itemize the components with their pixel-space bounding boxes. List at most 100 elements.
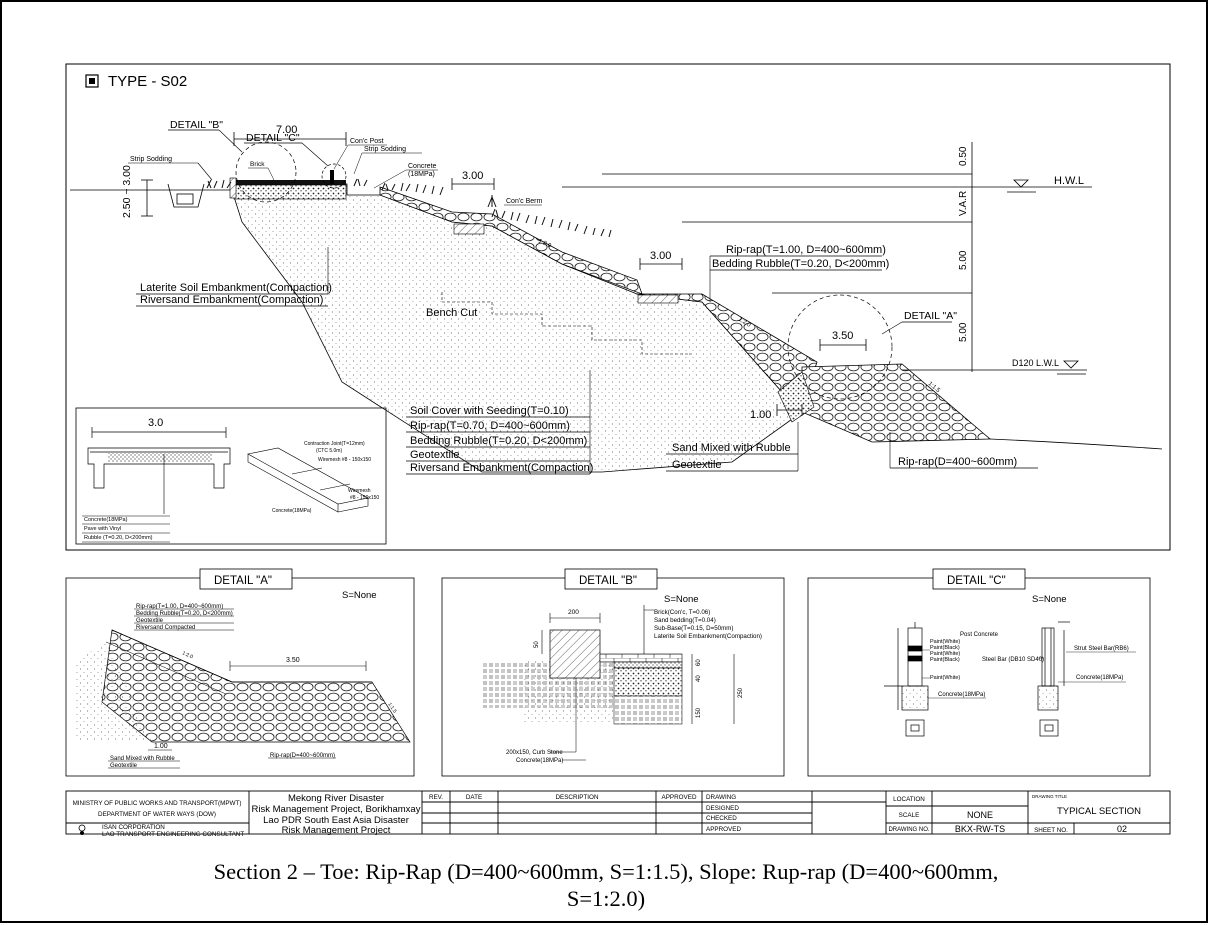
svg-text:Contraction Joint(T=12mm): Contraction Joint(T=12mm)	[304, 441, 365, 447]
pave-isometric-slab	[247, 447, 369, 513]
svg-text:DRAWING TITLE: DRAWING TITLE	[1032, 794, 1067, 799]
strip-sodding-left-label: Strip Sodding	[130, 156, 172, 163]
consultant-logo-icon	[78, 824, 86, 832]
consultant-logo-icon-2	[80, 831, 84, 835]
svg-text:DESIGNED: DESIGNED	[706, 805, 739, 812]
crest-brick-paving	[234, 180, 346, 185]
concrete-mpa-label: (18MPa)	[408, 171, 435, 178]
svg-text:Post Concrete: Post Concrete	[960, 632, 999, 638]
lwl-triangle-icon	[1063, 360, 1079, 369]
dim-v-500a: 5.00	[958, 250, 969, 270]
svg-text:Concrete(18MPa): Concrete(18MPa)	[938, 692, 985, 698]
dim-v-var: V.A.R	[958, 191, 969, 216]
svg-text:200: 200	[568, 609, 579, 616]
svg-text:LAO TRANSPORT ENGINEERING CONS: LAO TRANSPORT ENGINEERING CONSULTANT	[102, 831, 244, 838]
svg-text:3.50: 3.50	[286, 657, 300, 664]
detail-a-label: DETAIL "A"	[904, 310, 957, 322]
detail-c-post-elevation	[884, 622, 929, 737]
dim-berm-width: 3.00	[462, 170, 483, 182]
concrete-label: Concrete	[408, 163, 437, 170]
detail-b-curb-stone	[549, 629, 601, 679]
detail-b-callout-circle	[235, 141, 297, 203]
svg-text:Riversand Embankment(Compactio: Riversand Embankment(Compaction)	[410, 462, 593, 474]
svg-text:1.00: 1.00	[154, 743, 168, 750]
svg-text:Paint(White): Paint(White)	[930, 639, 960, 645]
svg-text:1:2.0: 1:2.0	[181, 650, 194, 660]
detail-b-title: DETAIL "B"	[579, 575, 637, 587]
dim-berm2-width: 3.00	[650, 250, 671, 262]
detail-b-title-box	[564, 568, 658, 590]
toe-filler	[777, 371, 815, 423]
svg-text:(CTC 5.0m): (CTC 5.0m)	[316, 448, 342, 454]
brick-label: Brick	[250, 161, 265, 168]
svg-text:Brick(Con'c, T=0.06): Brick(Con'c, T=0.06)	[654, 609, 710, 616]
slope-label-a: 1:2.0	[537, 238, 552, 249]
svg-text:Wiremesh #8 - 150x150: Wiremesh #8 - 150x150	[318, 457, 371, 463]
toe-riprap	[801, 363, 992, 443]
svg-text:APPROVED: APPROVED	[662, 794, 697, 801]
svg-text:40: 40	[696, 675, 702, 682]
dim-crest-height: 2.50 ~ 3.00	[121, 165, 133, 218]
svg-text:DRAWING NO.: DRAWING NO.	[888, 827, 929, 833]
svg-text:Rip-rap(T=0.70, D=400~600mm): Rip-rap(T=0.70, D=400~600mm)	[410, 420, 570, 432]
svg-text:Sand bedding(T=0.04): Sand bedding(T=0.04)	[654, 617, 716, 624]
svg-text:Rip-rap(T=1.00, D=400~600mm): Rip-rap(T=1.00, D=400~600mm)	[136, 604, 223, 610]
svg-text:Bedding Rubble(T=0.20, D<200mm: Bedding Rubble(T=0.20, D<200mm)	[136, 611, 233, 617]
detail-b-label: DETAIL "B"	[170, 119, 223, 131]
svg-text:Paint(Black): Paint(Black)	[930, 645, 960, 651]
svg-text:NONE: NONE	[967, 810, 993, 820]
riversand-label: Riversand Embankment(Compaction)	[140, 294, 323, 306]
svg-text:Paint(Black): Paint(Black)	[930, 657, 960, 663]
svg-text:Mekong River Disaster: Mekong River Disaster	[288, 793, 384, 804]
pave-section	[87, 447, 231, 489]
svg-text:Geotextile: Geotextile	[110, 763, 138, 769]
svg-text:TYPICAL SECTION: TYPICAL SECTION	[1057, 806, 1141, 817]
svg-text:Sub-Base(T=0.15, D=50mm): Sub-Base(T=0.15, D=50mm)	[654, 625, 733, 632]
detail-a-title: DETAIL "A"	[214, 575, 272, 587]
svg-text:Bedding Rubble(T=0.20, D<200mm: Bedding Rubble(T=0.20, D<200mm)	[410, 435, 587, 447]
svg-text:Concrete(18MPa): Concrete(18MPa)	[1076, 675, 1123, 681]
main-section-frame	[65, 63, 1171, 551]
geotextile-toe-label: Geotextile	[672, 459, 722, 471]
detail-a-title-box	[199, 568, 293, 590]
svg-text:Sand Mixed with Rubble: Sand Mixed with Rubble	[110, 756, 175, 762]
svg-text:CHECKED: CHECKED	[706, 815, 737, 822]
grass-tufts	[206, 178, 612, 238]
hwl-label: H.W.L	[1054, 175, 1084, 187]
dim-top-width: 7.00	[276, 124, 297, 136]
dim-v-500b: 5.00	[958, 322, 969, 342]
pave-legend: Concrete(18MPa) Pave with Vinyl Rubble (…	[82, 515, 170, 543]
svg-text:SHEET NO.: SHEET NO.	[1034, 827, 1068, 834]
detail-b-brick	[599, 653, 683, 663]
detail-a-scale: S=None	[342, 590, 377, 601]
svg-text:Soil Cover with Seeding(T=0.10: Soil Cover with Seeding(T=0.10)	[410, 405, 569, 417]
detail-a-fill	[74, 642, 152, 742]
svg-text:APPROVED: APPROVED	[706, 826, 741, 833]
conc-berm-label: Con'c Berm	[506, 198, 543, 205]
svg-text:150: 150	[696, 707, 702, 718]
svg-text:Concrete(18MPa): Concrete(18MPa)	[272, 508, 312, 514]
dim-v-050: 0.50	[958, 146, 969, 166]
svg-text:DESCRIPTION: DESCRIPTION	[555, 794, 598, 801]
detail-c-scale: S=None	[1032, 594, 1067, 605]
slope-layer-list: Soil Cover with Seeding(T=0.10) Rip-rap(…	[406, 370, 593, 475]
svg-text:#8 - 150x150: #8 - 150x150	[350, 495, 379, 501]
pavement-inset-frame	[75, 407, 387, 545]
conc-post-label: Con'c Post	[350, 138, 384, 145]
detail-b-scale: S=None	[664, 594, 699, 605]
svg-text:Lao PDR South East Asia Disast: Lao PDR South East Asia Disaster	[263, 815, 409, 826]
riverbed-line	[989, 438, 1163, 450]
detail-c-title-box	[932, 568, 1026, 590]
svg-text:Geotextile: Geotextile	[410, 449, 460, 461]
svg-text:Steel Bar (DB10 SD40): Steel Bar (DB10 SD40)	[982, 657, 1044, 663]
side-ditch	[167, 183, 205, 208]
detail-a-bottom-labels: Sand Mixed with Rubble Geotextile Rip-ra…	[108, 753, 336, 769]
riprap-top-label: Rip-rap(T=1.00, D=400~600mm)	[726, 244, 886, 256]
sand-mixed-label: Sand Mixed with Rubble	[672, 442, 791, 454]
svg-text:250: 250	[738, 687, 744, 698]
dim-toe-step: 1.00	[750, 409, 771, 421]
svg-text:Rubble (T=0.20, D<200mm): Rubble (T=0.20, D<200mm)	[84, 535, 153, 541]
detail-b-layer-list: Brick(Con'c, T=0.06) Sand bedding(T=0.04…	[644, 609, 762, 640]
